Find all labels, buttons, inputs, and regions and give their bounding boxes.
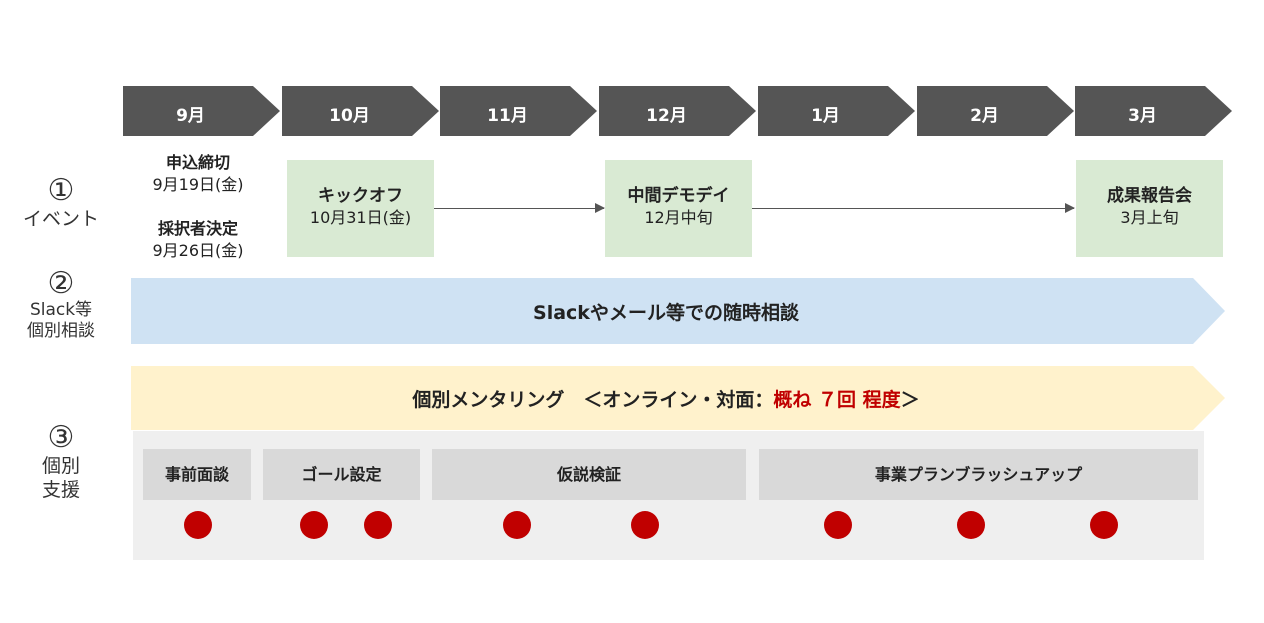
meeting-dot <box>631 511 659 539</box>
month-chevron-nov: 11月 <box>440 86 597 136</box>
row-title-line1: Slack等 <box>29 300 93 320</box>
event-title: 中間デモデイ <box>627 186 730 206</box>
row-number: ① <box>47 173 75 208</box>
mentoring-text-before: 個別メンタリング ＜オンライン・対面： <box>412 389 774 411</box>
month-chevron-feb: 2月 <box>917 86 1074 136</box>
connector-arrow <box>752 203 1075 213</box>
slack-band-text: Slackやメール等での随時相談 <box>533 302 799 324</box>
month-chevron-oct: 10月 <box>282 86 439 136</box>
mentoring-text-after: ＞ <box>900 389 920 411</box>
mentoring-band-text: 個別メンタリング ＜オンライン・対面：概ね ７回 程度＞ <box>131 385 1201 412</box>
event-title: キックオフ <box>318 186 403 206</box>
row-title-line1: 個別 <box>41 455 80 477</box>
month-label: 12月 <box>646 106 687 126</box>
event-date: 10月31日(金) <box>309 208 412 227</box>
deadline-date: 9月26日(金) <box>152 241 244 260</box>
connector-arrow <box>434 203 605 213</box>
meeting-dot <box>503 511 531 539</box>
deadline-title: 採択者決定 <box>157 219 238 238</box>
selection-announcement: 採択者決定 9月26日(金) <box>128 218 268 262</box>
month-chevron-dec: 12月 <box>599 86 756 136</box>
deadline-title: 申込締切 <box>165 153 230 172</box>
row-title-line2: 個別相談 <box>27 321 95 341</box>
meeting-dot <box>1090 511 1118 539</box>
row-title: イベント <box>22 208 99 230</box>
phase-business-plan-brushup: 事業プランブラッシュアップ <box>759 449 1198 500</box>
meeting-dot <box>957 511 985 539</box>
slack-consultation-band: Slackやメール等での随時相談 <box>131 278 1225 344</box>
phase-goal-setting: ゴール設定 <box>263 449 420 500</box>
phase-pre-interview: 事前面談 <box>143 449 251 500</box>
row-title-line2: 支援 <box>41 479 80 501</box>
month-label: 11月 <box>487 106 528 126</box>
month-label: 9月 <box>176 106 205 126</box>
event-date: 3月上旬 <box>1120 208 1179 227</box>
deadline-date: 9月19日(金) <box>152 175 244 194</box>
phase-hypothesis-testing: 仮説検証 <box>432 449 746 500</box>
event-date: 12月中旬 <box>644 208 713 227</box>
month-label: 3月 <box>1128 106 1157 126</box>
event-final-report: 成果報告会 3月上旬 <box>1076 160 1223 257</box>
event-midterm-demo-day: 中間デモデイ 12月中旬 <box>605 160 752 257</box>
month-label: 1月 <box>811 106 840 126</box>
meeting-dot <box>364 511 392 539</box>
month-chevron-mar: 3月 <box>1075 86 1232 136</box>
mentoring-band: 個別メンタリング ＜オンライン・対面：概ね ７回 程度＞ <box>131 366 1225 430</box>
meeting-dot <box>824 511 852 539</box>
row-label-support: ③ 個別 支援 <box>14 422 108 502</box>
month-chevron-sep: 9月 <box>123 86 280 136</box>
event-title: 成果報告会 <box>1107 186 1192 206</box>
application-deadline: 申込締切 9月19日(金) <box>128 152 268 196</box>
mentoring-highlight: 概ね ７回 程度 <box>773 389 901 411</box>
row-label-slack: ② Slack等 個別相談 <box>14 268 108 342</box>
meeting-dot <box>184 511 212 539</box>
row-label-event: ① イベント <box>14 175 108 231</box>
row-number: ② <box>47 266 75 301</box>
event-kickoff: キックオフ 10月31日(金) <box>287 160 434 257</box>
month-chevron-jan: 1月 <box>758 86 915 136</box>
row-number: ③ <box>47 420 75 455</box>
month-label: 10月 <box>329 106 370 126</box>
meeting-dot <box>300 511 328 539</box>
month-label: 2月 <box>970 106 999 126</box>
